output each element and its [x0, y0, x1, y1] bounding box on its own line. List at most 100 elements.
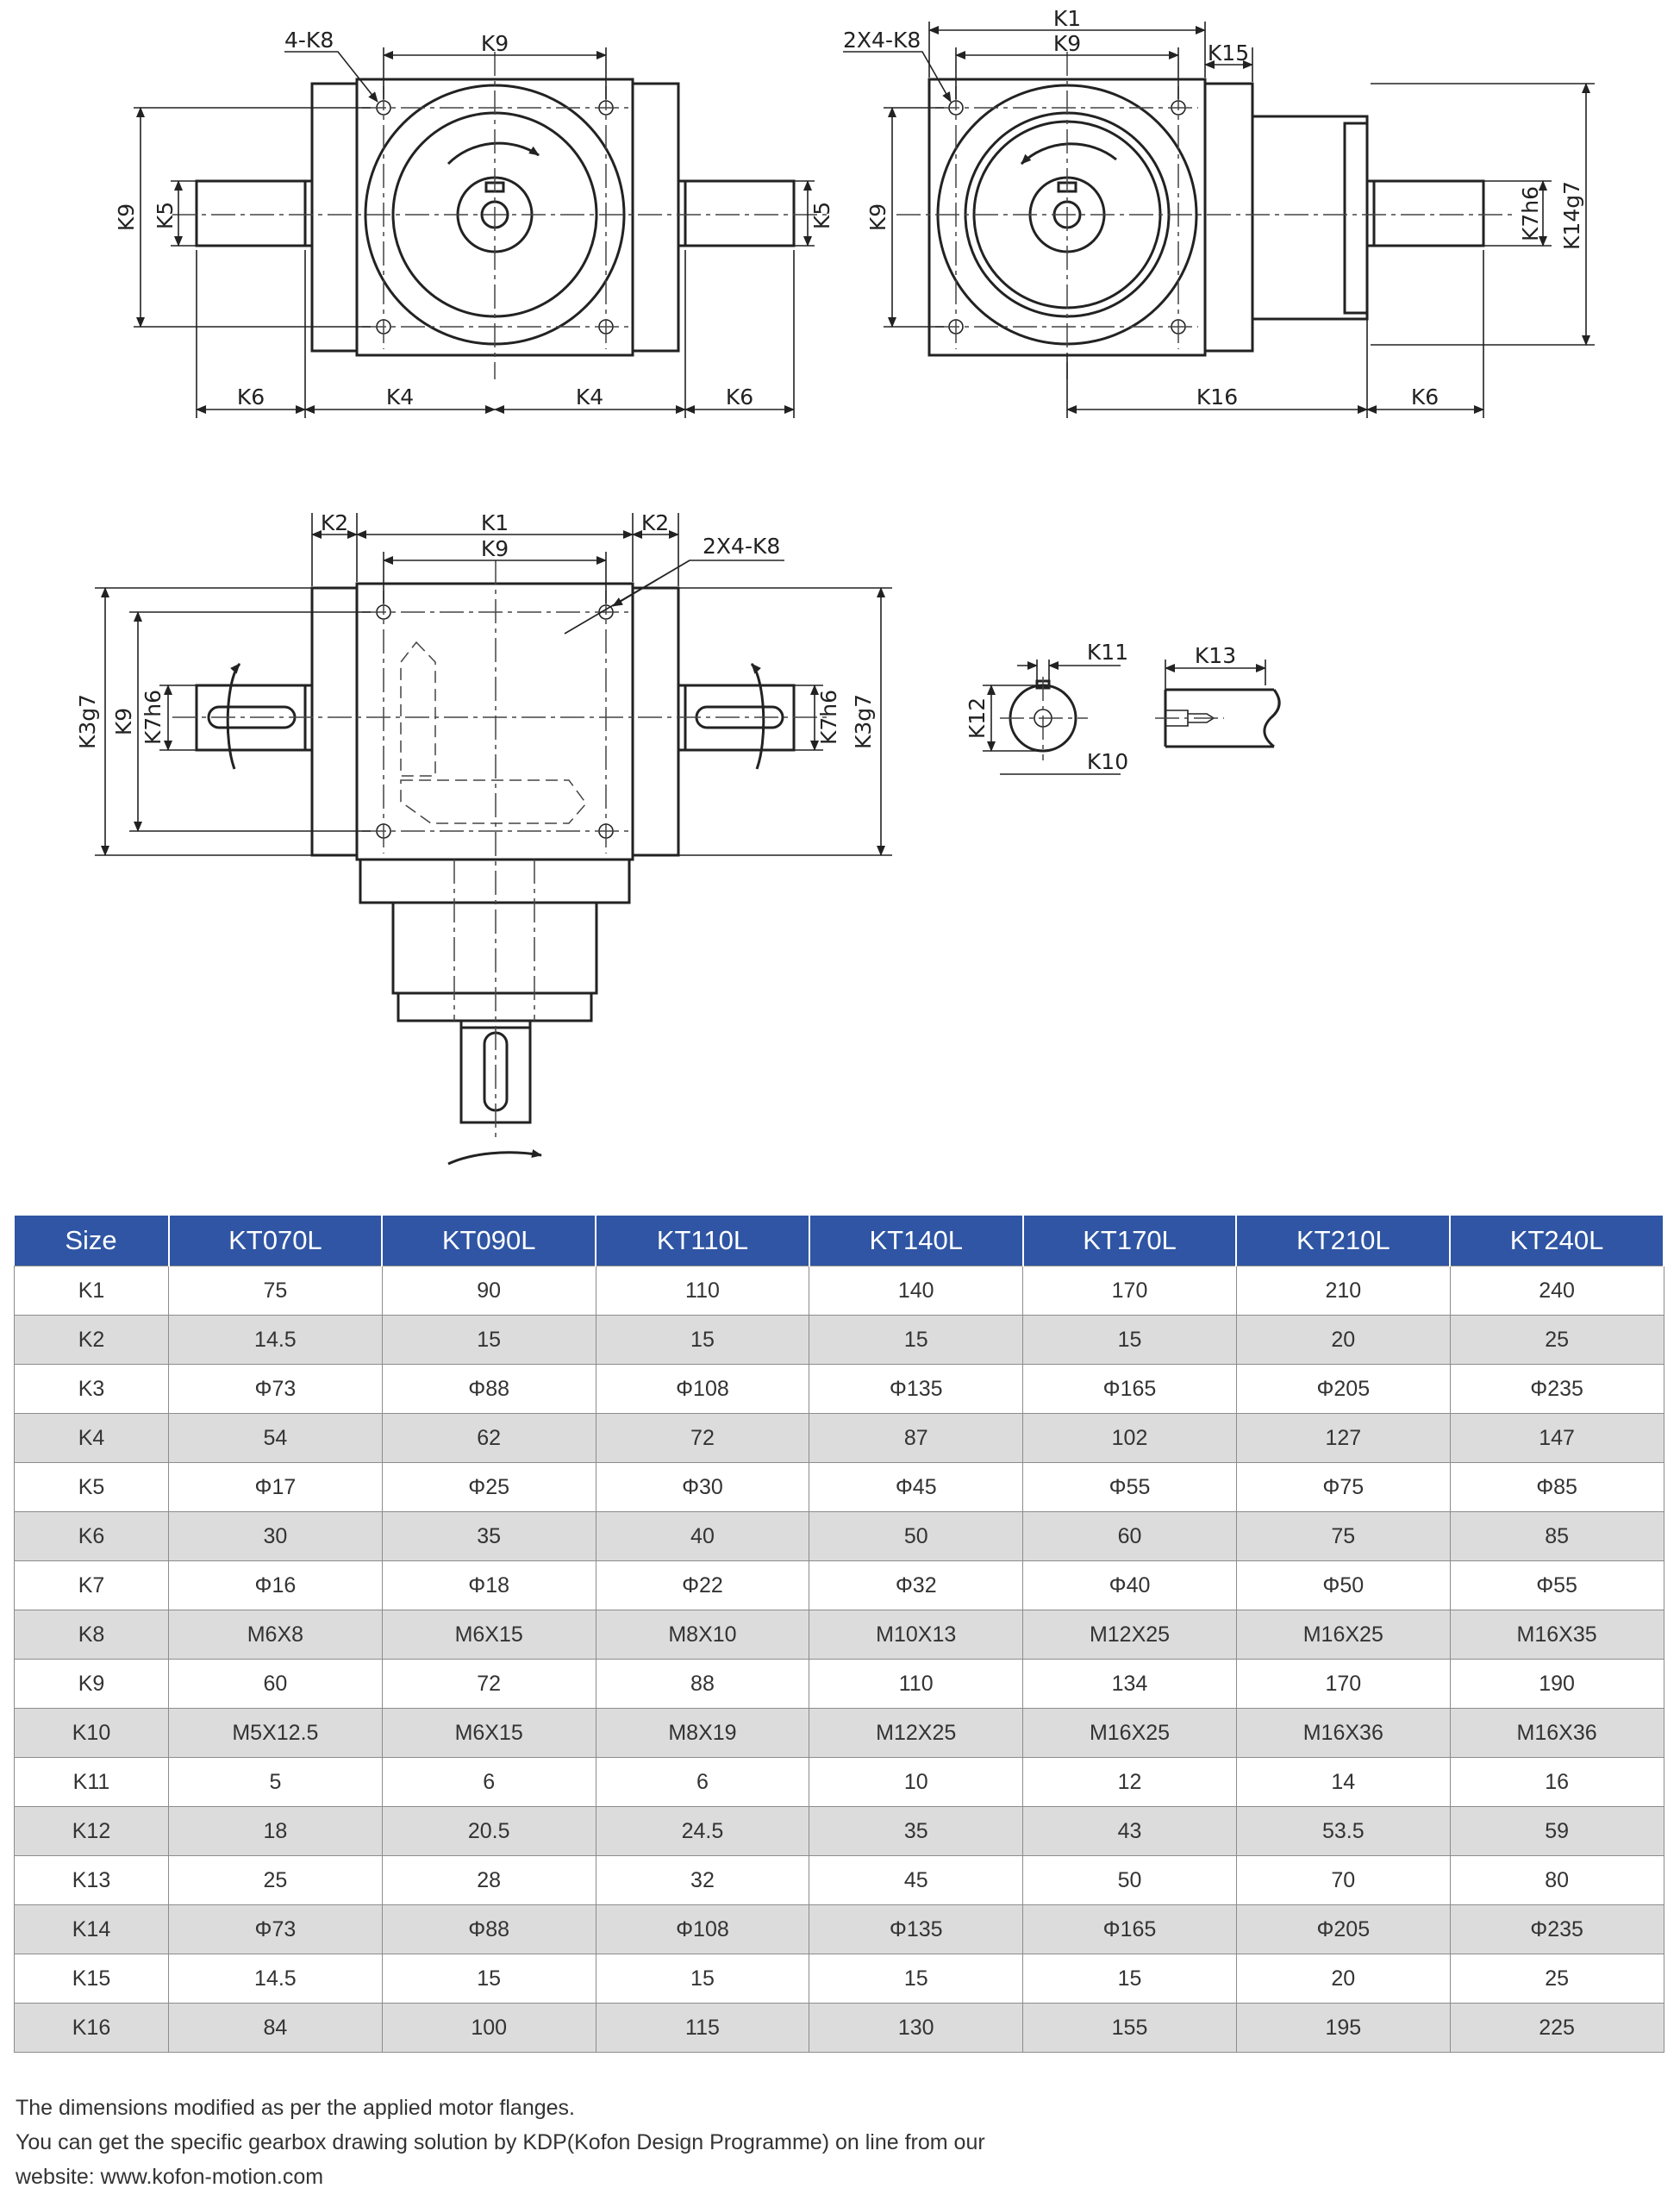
row-label: K10	[14, 1708, 169, 1758]
shaft-end-detail: K11 K12 K10 K13	[965, 640, 1281, 775]
column-header-model: KT170L	[1022, 1216, 1238, 1266]
table-cell: Φ165	[1022, 1364, 1237, 1414]
table-cell: 60	[1022, 1511, 1237, 1561]
dim-label: K10	[1087, 749, 1128, 774]
table-cell: 127	[1235, 1413, 1451, 1463]
note-line: website: www.kofon-motion.com	[16, 2165, 324, 2189]
row-label: K13	[14, 1855, 169, 1905]
table-cell: 240	[1449, 1266, 1664, 1316]
table-cell: Φ32	[809, 1560, 1024, 1610]
table-cell: 54	[168, 1413, 383, 1463]
table-cell: Φ88	[381, 1904, 596, 1954]
hole-callout: 4-K8	[284, 28, 334, 53]
dim-label: K4	[386, 385, 414, 410]
table-cell: 6	[595, 1757, 810, 1807]
table-cell: 140	[809, 1266, 1024, 1316]
table-cell: 53.5	[1235, 1806, 1451, 1856]
table-cell: Φ30	[595, 1462, 810, 1512]
table-cell: M8X10	[595, 1610, 810, 1660]
dim-label: K12	[965, 697, 990, 739]
table-cell: 100	[381, 2003, 596, 2053]
table-cell: 170	[1235, 1659, 1451, 1709]
table-cell: Φ45	[809, 1462, 1024, 1512]
table-cell: 15	[595, 1315, 810, 1365]
table-cell: 210	[1235, 1266, 1451, 1316]
table-cell: 88	[595, 1659, 810, 1709]
dim-label: K7h6	[141, 690, 166, 745]
table-cell: 45	[809, 1855, 1024, 1905]
dim-label: K2	[641, 510, 669, 535]
table-cell: 80	[1449, 1855, 1664, 1905]
table-cell: 195	[1235, 2003, 1451, 2053]
table-cell: Φ22	[595, 1560, 810, 1610]
row-label: K11	[14, 1757, 169, 1807]
table-cell: 62	[381, 1413, 596, 1463]
table-cell: 14.5	[168, 1954, 383, 2004]
table-cell: 32	[595, 1855, 810, 1905]
dim-label: K6	[1411, 385, 1439, 410]
table-cell: 18	[168, 1806, 383, 1856]
dim-label: K5	[153, 202, 178, 229]
column-header-size: Size	[14, 1216, 170, 1266]
table-cell: Φ73	[168, 1904, 383, 1954]
table-cell: 84	[168, 2003, 383, 2053]
column-header-model: KT090L	[382, 1216, 597, 1266]
row-label: K6	[14, 1511, 169, 1561]
note-line: You can get the specific gearbox drawing…	[16, 2130, 985, 2154]
table-cell: 70	[1235, 1855, 1451, 1905]
table-cell: 102	[1022, 1413, 1237, 1463]
dim-label: K9	[865, 203, 890, 231]
row-label: K1	[14, 1266, 169, 1316]
dim-label: K9	[481, 31, 509, 56]
dim-label: K11	[1087, 640, 1128, 665]
row-label: K12	[14, 1806, 169, 1856]
table-cell: 12	[1022, 1757, 1237, 1807]
top-right-view: K1 K9 K15 2X4-K8 K9 K7h6 K14g7 K16 K6	[843, 6, 1595, 418]
dim-label: K5	[809, 202, 834, 229]
dim-label: K6	[726, 385, 753, 410]
note-line: The dimensions modified as per the appli…	[16, 2096, 575, 2120]
table-cell: Φ55	[1022, 1462, 1237, 1512]
table-cell: M16X25	[1022, 1708, 1237, 1758]
dim-label: K3g7	[851, 694, 876, 749]
row-label: K14	[14, 1904, 169, 1954]
row-label: K4	[14, 1413, 169, 1463]
dim-label: K9	[481, 536, 509, 561]
table-cell: Φ88	[381, 1364, 596, 1414]
table-cell: Φ50	[1235, 1560, 1451, 1610]
table-cell: Φ85	[1449, 1462, 1664, 1512]
top-left-view: K9 4-K8 K9 K5 K5 K6 K4 K4 K6	[114, 28, 834, 418]
dim-label: K7h6	[1518, 186, 1543, 241]
table-cell: Φ108	[595, 1904, 810, 1954]
table-cell: Φ135	[809, 1364, 1024, 1414]
table-cell: M16X35	[1449, 1610, 1664, 1660]
table-cell: 35	[381, 1511, 596, 1561]
table-cell: M16X36	[1235, 1708, 1451, 1758]
table-cell: Φ235	[1449, 1904, 1664, 1954]
dim-label: K3g7	[75, 694, 100, 749]
table-cell: 25	[1449, 1315, 1664, 1365]
table-cell: M8X19	[595, 1708, 810, 1758]
hole-callout: 2X4-K8	[703, 534, 780, 559]
table-cell: 24.5	[595, 1806, 810, 1856]
table-cell: 30	[168, 1511, 383, 1561]
table-cell: Φ205	[1235, 1364, 1451, 1414]
dim-label: K1	[1053, 6, 1081, 31]
table-cell: 25	[168, 1855, 383, 1905]
dim-label: K7h6	[816, 690, 841, 745]
column-header-model: KT110L	[596, 1216, 810, 1266]
technical-drawing: K9 4-K8 K9 K5 K5 K6 K4 K4 K6	[75, 6, 1595, 1166]
table-cell: M16X25	[1235, 1610, 1451, 1660]
hole-callout: 2X4-K8	[843, 28, 921, 53]
table-cell: 90	[381, 1266, 596, 1316]
table-cell: 15	[381, 1315, 596, 1365]
row-label: K9	[14, 1659, 169, 1709]
